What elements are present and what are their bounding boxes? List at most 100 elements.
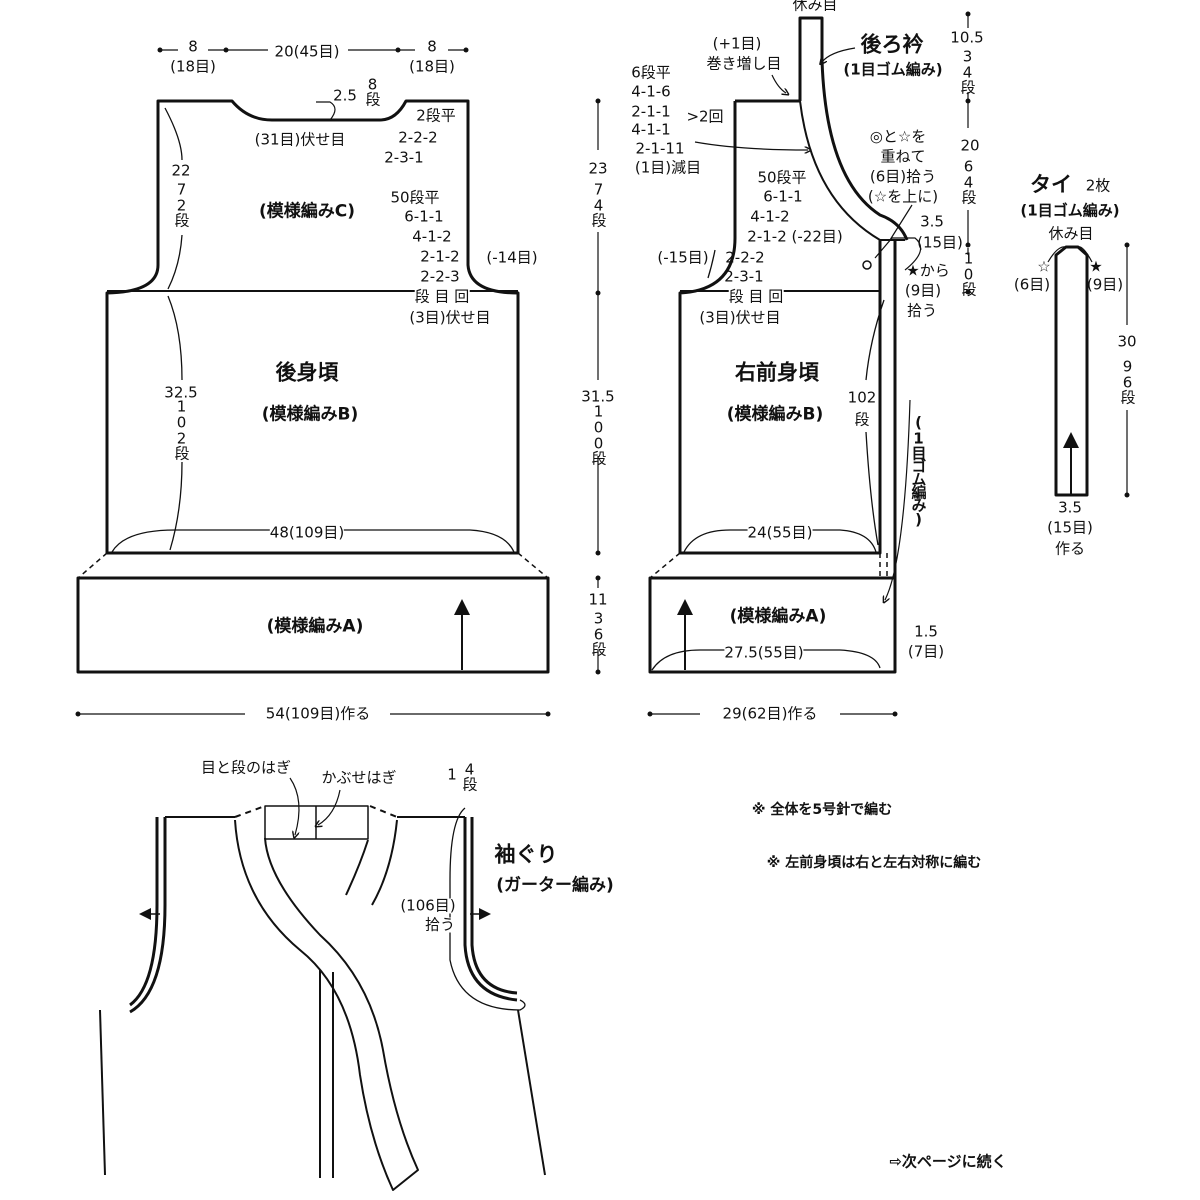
back-shoulder-right-width: 8 (427, 37, 437, 56)
pickup-mark-icon (862, 260, 872, 270)
tie-left-sts: (6目) (1013, 275, 1051, 294)
armband-pickup-line (449, 807, 526, 1011)
back-yoke-rows: 72段 (172, 180, 191, 226)
front-neck-3: 2-1-1 (631, 102, 671, 121)
back-hem-band (76, 576, 550, 674)
collar-dim-3-rows: 10段 (959, 249, 978, 295)
front-neck-5: 2-1-11 (635, 139, 685, 158)
dim-body: 31.5 (581, 387, 615, 406)
front-title: 右前身頃 (735, 360, 819, 385)
note-symmetry: ※ 左前身頃は右と左右対称に編む (766, 855, 982, 871)
collar-pattern: (1目ゴム編み) (843, 60, 943, 79)
back-armhole-3: 4-1-2 (412, 227, 452, 246)
back-armhole-bindoff: (3目)伏せ目 (409, 308, 491, 327)
back-piece-outline (105, 99, 520, 555)
front-hem-width: 27.5(55目) (724, 643, 804, 662)
front-neck-2: 4-1-6 (631, 82, 671, 101)
back-shoulder-left-width: 8 (188, 37, 198, 56)
front-armhole-dec-line (707, 249, 716, 279)
tie-title: タイ (1030, 172, 1072, 197)
back-pattern-b: (模様編みB) (261, 404, 359, 425)
front-neck-1: 6段平 (631, 63, 671, 82)
tie-width-sts: (15目) (1047, 518, 1093, 537)
back-title: 後身頃 (275, 360, 339, 385)
back-armhole-legend: 段 目 回 (414, 287, 470, 306)
front-band-sts: (7目) (907, 642, 945, 661)
front-collar-leader (822, 47, 856, 62)
pickup-note-2: 重ねて (880, 147, 926, 166)
armhole-pattern: (ガーター編み) (496, 875, 614, 896)
tie-count: 2枚 (1085, 176, 1111, 195)
pickup-note-3: (6目)拾う (869, 167, 937, 186)
front-body-width: 24(55目) (747, 523, 813, 542)
front-armhole-2: 6-1-1 (763, 187, 803, 206)
collar-dim-1: 10.5 (950, 28, 984, 47)
front-inc-label: 巻き増し目 (706, 54, 782, 73)
front-edge-rows: 102 (847, 388, 877, 407)
collar-title: 後ろ衿 (860, 32, 924, 57)
back-body-height: 32.5 (164, 383, 198, 402)
back-shoulder-left-sts: (18目) (170, 57, 216, 76)
tie-star-filled-icon: ★ (1089, 257, 1103, 276)
back-body-height-line (167, 295, 183, 551)
back-neck-shaping-3: 2-3-1 (384, 148, 424, 167)
back-shoulder-right-sts: (18目) (409, 57, 455, 76)
front-neck-repeat: >2回 (686, 107, 724, 126)
front-edge-height-line (865, 299, 885, 546)
back-armhole-1: 50段平 (390, 188, 440, 207)
back-yoke-height: 22 (171, 161, 191, 180)
front-inc: (+1目) (712, 34, 762, 53)
front-band: 1.5 (914, 622, 938, 641)
tie-cast-on: 作る (1054, 539, 1086, 558)
band-width: 3.5 (920, 212, 944, 231)
front-neck-4: 4-1-1 (631, 120, 671, 139)
tie-pattern: (1目ゴム編み) (1020, 201, 1120, 220)
front-edge-band: (1目ゴム編み) (909, 413, 928, 527)
pickup-note-4: (☆を上に) (867, 187, 939, 206)
front-dec-leader (694, 141, 808, 150)
tie-live-sts: 休み目 (1048, 224, 1094, 243)
front-armhole-dec: (-15目) (657, 248, 709, 267)
front-edge-rows-unit: 段 (854, 410, 870, 429)
back-armhole-2: 6-1-1 (404, 207, 444, 226)
front-armhole-6: 2-3-1 (724, 267, 764, 286)
front-hem-band (648, 576, 897, 674)
tie-right-sts: (9目) (1086, 275, 1124, 294)
front-armhole-1: 50段平 (757, 168, 807, 187)
graft-label: 目と段のはぎ (200, 758, 292, 777)
tie-top-marks (1047, 246, 1093, 263)
right-armhole-band (463, 817, 518, 1002)
pickup-star-3: 拾う (906, 301, 938, 320)
collar-live-sts: 休み目 (792, 0, 838, 14)
front-band-join (649, 552, 888, 579)
front-pattern-a: (模様編みA) (729, 606, 827, 627)
collar-dim-2-rows: 64段 (959, 157, 978, 203)
assembly-drawing (99, 777, 546, 1191)
back-pattern-a: (模様編みA) (266, 616, 364, 637)
dim-hem-rows: 36段 (589, 609, 608, 655)
back-armhole-5: 2-2-3 (420, 267, 460, 286)
back-hem-join (77, 552, 549, 579)
front-armhole-3: 4-1-2 (750, 207, 790, 226)
back-body-rows: 102段 (172, 397, 191, 459)
tie-length: 30 (1117, 332, 1137, 351)
dim-yoke-rows: 74段 (589, 180, 608, 226)
back-cast-on: 54(109目)作る (265, 704, 371, 723)
front-armhole-bindoff: (3目)伏せ目 (699, 308, 781, 327)
collar-dim-1-rows: 34段 (958, 47, 977, 93)
armband-rows: 4段 (460, 760, 479, 790)
back-neck-depth-rows: 8段 (363, 75, 382, 105)
back-collar-band (798, 16, 909, 241)
back-neck-width: 20(45目) (274, 42, 340, 61)
back-armhole-dec: (-14目) (486, 248, 538, 267)
band-width-sts: (15目) (917, 233, 963, 252)
front-armhole-4: 2-1-2 (-22目) (747, 227, 843, 246)
back-neck-shaping-2: 2-2-2 (398, 128, 438, 147)
front-neck-6: (1目)減目 (634, 158, 702, 177)
back-neck-shaping-1: 2段平 (416, 106, 456, 125)
front-piece-outline (678, 99, 882, 555)
front-armhole-legend: 段 目 回 (728, 287, 784, 306)
left-armhole-band (129, 817, 167, 1014)
